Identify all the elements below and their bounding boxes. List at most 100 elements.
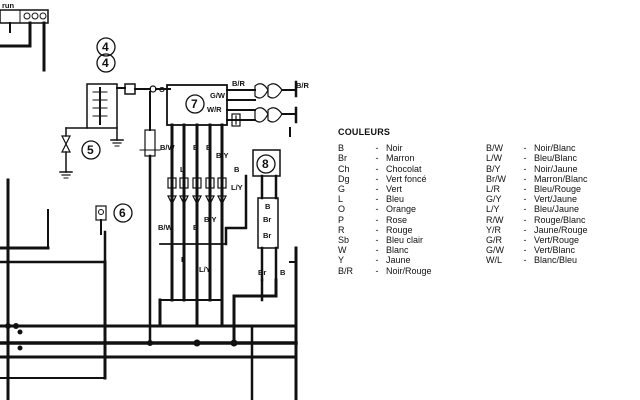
- wire-label-bw-2: B/W: [158, 223, 174, 232]
- legend-color-name: Noir/Blanc: [534, 143, 576, 154]
- legend-code: P: [338, 214, 345, 225]
- legend-color-name: Noir/Jaune: [534, 163, 578, 174]
- component-8-pin-b: B: [265, 202, 271, 211]
- legend-code: L/W: [486, 153, 503, 164]
- legend-row: B/R -Noir/Rouge: [338, 266, 486, 276]
- legend-row: Y -Jaune: [338, 255, 486, 265]
- legend-dash: -: [523, 235, 527, 246]
- legend-dash: -: [375, 255, 379, 266]
- legend-row: Ch-Chocolat: [338, 164, 486, 174]
- legend-color-name: Bleu: [386, 194, 405, 205]
- legend-dash: -: [375, 245, 379, 256]
- legend-dash: -: [375, 173, 379, 184]
- legend-row: Y/R-Jaune/Rouge: [486, 225, 634, 235]
- legend-color-name: Jaune: [386, 255, 411, 266]
- legend-color-name: Vert: [386, 184, 403, 195]
- wire-label-b-1: B: [193, 143, 199, 152]
- legend-code: Y: [338, 255, 345, 266]
- legend-row: Br-Marron: [338, 153, 486, 163]
- legend-code: Y/R: [486, 224, 502, 235]
- legend-title: COULEURS: [338, 127, 391, 137]
- legend-row: G/W-Vert/Blanc: [486, 245, 634, 255]
- legend-color-name: Vert/Jaune: [534, 194, 578, 205]
- legend-row: P -Rose: [338, 215, 486, 225]
- legend-color-name: Marron: [386, 153, 415, 164]
- wire-label-l-2: L: [181, 255, 186, 264]
- legend-color-name: Vert/Blanc: [534, 245, 576, 256]
- component-4-outline-top: [96, 37, 116, 57]
- legend-dash: -: [375, 204, 379, 215]
- legend-code: G: [338, 184, 346, 195]
- legend-dash: -: [375, 184, 379, 195]
- legend-code: W/L: [486, 255, 503, 266]
- wire-label-br-bottom: Br: [258, 268, 266, 277]
- legend-color-name: Blanc: [386, 245, 409, 256]
- wire-label-b-2: B: [193, 223, 199, 232]
- legend-color-name: Blanc/Bleu: [534, 255, 578, 266]
- legend-color-name: Bleu clair: [386, 235, 424, 246]
- legend-row: L/R-Bleu/Rouge: [486, 184, 634, 194]
- component-4-number: 4: [102, 56, 109, 70]
- legend-color-name: Orange: [386, 204, 417, 215]
- legend-dash: -: [375, 235, 379, 246]
- legend-row: R-Rouge: [338, 225, 486, 235]
- legend-row: W/L-Blanc/Bleu: [486, 255, 634, 265]
- legend-dash: -: [523, 224, 527, 235]
- legend-row: L/W-Bleu/Blanc: [486, 153, 634, 163]
- legend-code: Sb: [338, 235, 350, 246]
- top-left-connector: [0, 9, 49, 24]
- component-6-circle: [113, 203, 133, 223]
- legend-dash: -: [375, 163, 379, 174]
- legend-dash: -: [375, 214, 379, 225]
- legend-row: O -Orange: [338, 204, 486, 214]
- wire-label-wr: W/R: [207, 105, 222, 114]
- wire-label-by-1: B/Y: [216, 151, 229, 160]
- legend-code: O: [338, 204, 346, 215]
- legend-dash: -: [375, 153, 379, 164]
- legend-row: G/Y -Vert/Jaune: [486, 194, 634, 204]
- legend-color-name: Noir/Rouge: [386, 265, 432, 276]
- legend-dash: -: [375, 265, 379, 276]
- legend-dash: -: [523, 214, 527, 225]
- component-8-pin-br2: Br: [263, 231, 271, 240]
- component-8-number: 8: [262, 157, 269, 171]
- legend-code: L/Y: [486, 204, 500, 215]
- terminal-o-label: O: [159, 85, 165, 94]
- legend-dash: -: [375, 224, 379, 235]
- component-8-circle: [256, 154, 276, 174]
- component-4-circle: [96, 53, 116, 73]
- legend-code: B/R: [338, 265, 354, 276]
- legend-code: Ch: [338, 163, 350, 174]
- legend-code: L/R: [486, 184, 501, 195]
- legend-color-name: Rose: [386, 214, 408, 225]
- component-8-pin-br: Br: [263, 215, 271, 224]
- legend-code: B/W: [486, 143, 503, 154]
- wire-label-b-3: B: [206, 143, 212, 152]
- legend-dash: -: [523, 194, 527, 205]
- component-7-number: 7: [191, 97, 198, 111]
- legend-code: B: [338, 143, 345, 154]
- legend-dash: -: [375, 143, 379, 154]
- legend-code: Br/W: [486, 173, 506, 184]
- top-run-label: run: [2, 1, 15, 10]
- wire-label-ly-2: L/Y: [231, 183, 243, 192]
- legend-code: R: [338, 224, 345, 235]
- wire-label-b-bottom: B: [280, 268, 286, 277]
- legend-row: Sb -Bleu clair: [338, 235, 486, 245]
- wire-label-b-4: B: [234, 165, 240, 174]
- legend-color-name: Bleu/Rouge: [534, 184, 582, 195]
- legend-row: Br/W-Marron/Blanc: [486, 174, 634, 184]
- wire-label-br-top: B/R: [232, 79, 246, 88]
- legend-dash: -: [523, 163, 527, 174]
- legend-dash: -: [523, 245, 527, 256]
- legend-color-name: Rouge/Blanc: [534, 214, 586, 225]
- legend-color-name: Vert foncé: [386, 173, 427, 184]
- legend-color-name: Noir: [386, 143, 403, 154]
- legend-code: G/Y: [486, 194, 502, 205]
- legend-code: Dg: [338, 173, 350, 184]
- wire-label-gw: G/W: [210, 91, 226, 100]
